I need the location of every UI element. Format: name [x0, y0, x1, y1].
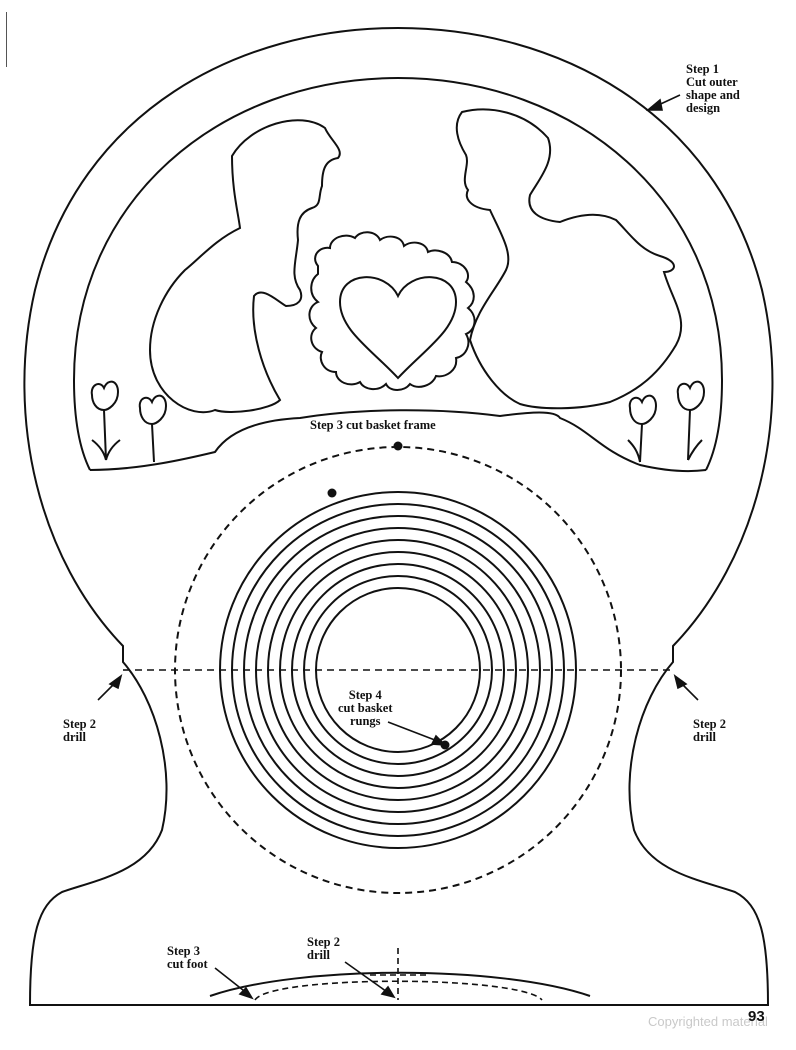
step1-line-4: design	[686, 101, 721, 115]
inner-ring-outline	[73, 76, 724, 471]
step2-left-line-2: drill	[63, 730, 86, 744]
step2-bottom-label: Step 2 drill	[307, 936, 340, 962]
copyright-watermark: Copyrighted material	[648, 1014, 768, 1029]
heart-cutout	[338, 276, 458, 380]
label-arrows	[97, 94, 699, 1000]
foot-top-line	[209, 971, 591, 997]
step4-label: Step 4 cut basket rungs	[338, 689, 393, 728]
spiral-start-hole	[327, 488, 337, 498]
outer-shape-outline	[23, 26, 774, 1006]
basket-rungs-spiral	[219, 491, 577, 849]
step2-right-label: Step 2 drill	[693, 718, 726, 744]
page-number: 93	[748, 1008, 765, 1025]
inner-ring-left-tail	[73, 379, 91, 471]
step1-line-2: Cut outer	[686, 75, 738, 89]
step3-foot-line-2: cut foot	[167, 957, 208, 971]
step2-right-line-2: drill	[693, 730, 716, 744]
step1-line-1: Step 1	[686, 62, 719, 76]
step2-left-line-1: Step 2	[63, 717, 96, 731]
step2-right-line-1: Step 2	[693, 717, 726, 731]
girl-silhouette	[455, 108, 683, 410]
boy-silhouette	[148, 119, 341, 414]
tulips-right	[627, 380, 706, 463]
step4-line-1: Step 4	[348, 688, 382, 702]
basket-frame-dashed	[174, 446, 622, 894]
step1-label: Step 1 Cut outer shape and design	[686, 63, 740, 115]
step4-line-3: rungs	[349, 714, 381, 728]
tulips-left	[90, 380, 168, 463]
step4-line-2: cut basket	[338, 701, 393, 715]
heart-frame-scallop	[308, 231, 476, 391]
step3-basket-label: Step 3 cut basket frame	[310, 419, 436, 432]
step3-basket-text: Step 3 cut basket frame	[310, 418, 436, 432]
step1-line-3: shape and	[686, 88, 740, 102]
foot-cut-dashed	[254, 980, 543, 1001]
step3-foot-label: Step 3 cut foot	[167, 945, 208, 971]
step3-foot-line-1: Step 3	[167, 944, 200, 958]
step2-left-label: Step 2 drill	[63, 718, 96, 744]
step2-bottom-line-1: Step 2	[307, 935, 340, 949]
step2-bottom-line-2: drill	[307, 948, 330, 962]
page-edge-mark	[6, 12, 7, 67]
scene-ground	[89, 409, 707, 473]
basket-frame-hole	[393, 441, 403, 451]
